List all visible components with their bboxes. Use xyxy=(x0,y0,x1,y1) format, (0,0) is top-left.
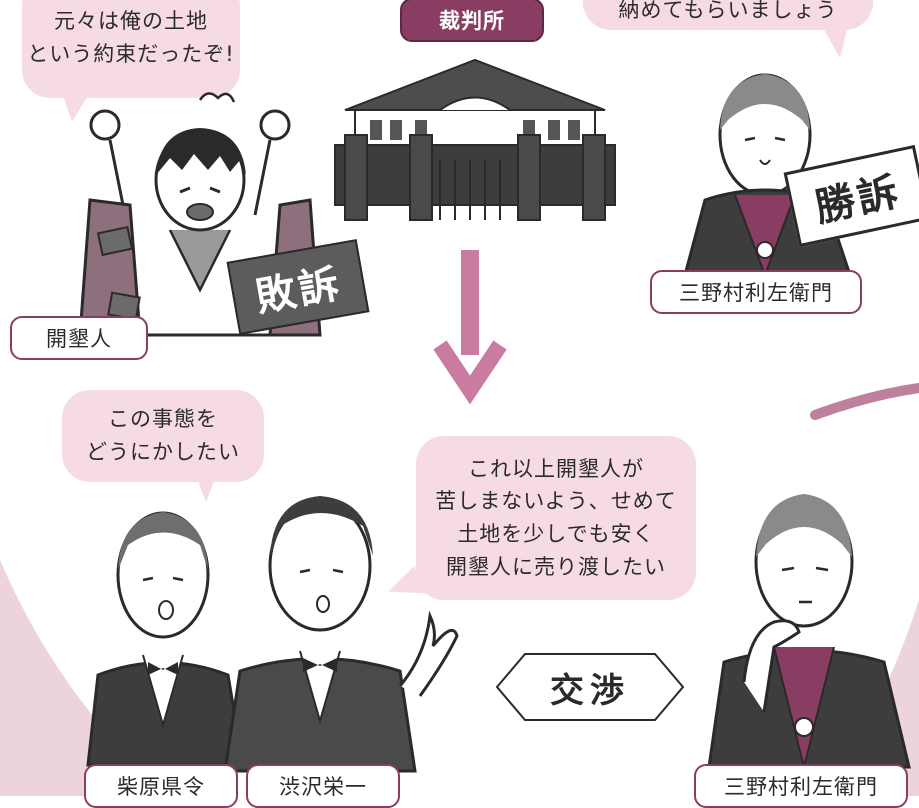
label-shibahara-text: 柴原県令 xyxy=(117,775,205,799)
court-title-badge: 裁判所 xyxy=(400,0,544,42)
speech-bubble-tail xyxy=(196,476,216,502)
win-stamp-text: 勝訴 xyxy=(810,168,905,232)
label-shibahara: 柴原県令 xyxy=(84,764,238,808)
speech-text-kaikonjin: 元々は俺の土地 という約束だったぞ! xyxy=(27,9,235,66)
shibusawa-illustration xyxy=(223,496,459,773)
defeat-stamp-text: 敗訴 xyxy=(252,260,346,322)
speech-bubble-kaikonjin: 元々は俺の土地 という約束だったぞ! xyxy=(22,0,240,98)
speech-bubble-tail xyxy=(62,92,90,122)
negotiation-text: 交渉 xyxy=(550,670,630,711)
label-kaikonjin: 開墾人 xyxy=(10,316,148,360)
label-minomura-bottom-text: 三野村利左衛門 xyxy=(724,775,878,799)
speech-text-minomura-top: 納めてもらいましょう xyxy=(618,0,838,22)
label-shibusawa: 渋沢栄一 xyxy=(246,764,400,808)
court-building-illustration xyxy=(334,58,616,221)
speech-text-shibahara: この事態を どうにかしたい xyxy=(86,407,240,464)
label-kaikonjin-text: 開墾人 xyxy=(46,327,112,351)
speech-text-shibusawa: これ以上開墾人が 苦しまないよう、せめて 土地を少しでも安く 開墾人に売り渡した… xyxy=(435,456,677,579)
negotiation-label: 交渉 xyxy=(495,652,685,722)
speech-bubble-shibusawa: これ以上開墾人が 苦しまないよう、せめて 土地を少しでも安く 開墾人に売り渡した… xyxy=(416,436,696,600)
minomura-top-illustration xyxy=(683,73,853,278)
shibahara-illustration xyxy=(86,511,245,767)
negotiation-tag xyxy=(495,653,685,721)
speech-bubble-tail xyxy=(822,26,848,58)
label-minomura-top: 三野村利左衛門 xyxy=(650,270,862,314)
kaikonjin-illustration xyxy=(78,92,322,337)
speech-bubble-minomura-top: 納めてもらいましょう xyxy=(583,0,873,30)
minomura-bottom-illustration xyxy=(707,494,911,769)
label-minomura-top-text: 三野村利左衛門 xyxy=(679,281,833,305)
speech-bubble-shibahara: この事態を どうにかしたい xyxy=(62,390,264,482)
label-shibusawa-text: 渋沢栄一 xyxy=(279,775,367,799)
label-minomura-bottom: 三野村利左衛門 xyxy=(694,764,908,808)
court-title-text: 裁判所 xyxy=(439,9,505,33)
down-arrow xyxy=(433,250,507,405)
